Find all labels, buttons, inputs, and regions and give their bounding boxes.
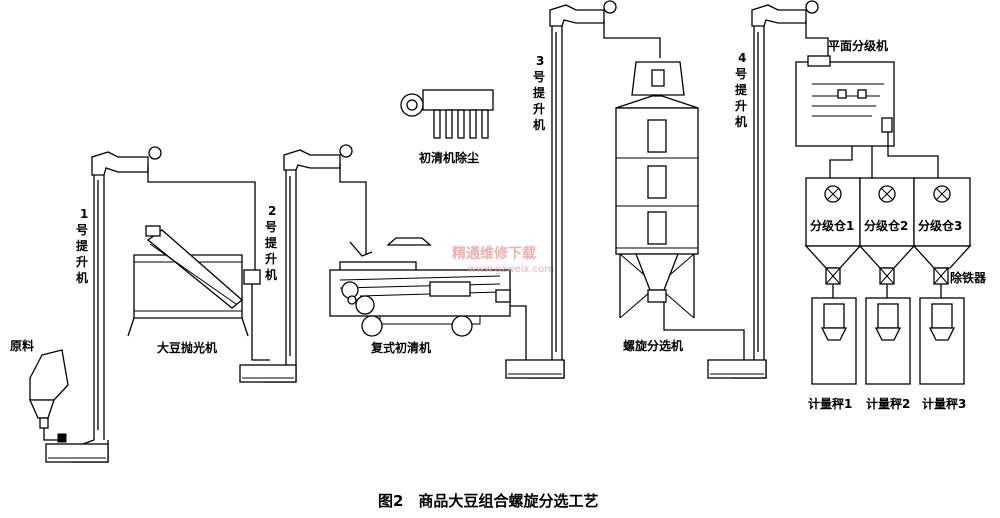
scale-3: [919, 284, 965, 385]
svg-text:4: 4: [738, 51, 746, 65]
svg-text:号: 号: [265, 219, 277, 234]
elevator-4: [707, 0, 829, 379]
elevator-1-label: 1 号 提 升 机: [76, 207, 89, 285]
iron-remover-label: 除铁器: [950, 270, 987, 285]
svg-text:升: 升: [533, 101, 545, 116]
svg-text:3: 3: [536, 54, 544, 68]
svg-text:提: 提: [735, 82, 748, 97]
svg-text:升: 升: [265, 251, 277, 266]
watermark-text: 精通维修下载: [452, 245, 536, 262]
scale-2: [865, 284, 911, 385]
pre-cleaner: [329, 237, 527, 360]
raw-material-label: 原料: [10, 338, 34, 353]
elevator-2: [239, 144, 367, 383]
figure-caption: 图2 商品大豆组合螺旋分选工艺: [378, 492, 598, 510]
svg-text:号: 号: [76, 222, 88, 237]
svg-text:提: 提: [265, 235, 278, 250]
svg-text:机: 机: [265, 267, 277, 282]
raw-material-hopper: [28, 349, 69, 443]
plane-grader-label: 平面分级机: [828, 38, 888, 53]
svg-text:机: 机: [735, 114, 747, 129]
elevator-1: [45, 146, 256, 463]
elevator-2-label: 2 号 提 升 机: [265, 204, 278, 282]
svg-text:机: 机: [76, 270, 88, 285]
svg-text:提: 提: [533, 85, 546, 100]
bin-3-label: 分级仓3: [918, 218, 962, 233]
svg-text:升: 升: [76, 254, 88, 269]
watermark-url: www.gzweix.com: [468, 264, 554, 275]
svg-text:号: 号: [533, 69, 545, 84]
plane-grader: [795, 55, 939, 178]
spiral-separator-label: 螺旋分选机: [623, 338, 683, 353]
pre-cleaner-label: 复式初清机: [370, 340, 431, 355]
scale-1: [811, 284, 857, 385]
svg-text:升: 升: [735, 98, 747, 113]
elevator-3: [505, 0, 661, 379]
grading-bin-3: [912, 177, 972, 285]
scale-1-label: 计量秤1: [808, 396, 852, 411]
elevator-3-label: 3 号 提 升 机: [533, 54, 546, 132]
scale-3-label: 计量秤3: [922, 396, 966, 411]
grading-bin-2: [858, 177, 916, 285]
svg-text:机: 机: [533, 117, 545, 132]
svg-text:提: 提: [76, 238, 89, 253]
elevator-4-label: 4 号 提 升 机: [735, 51, 748, 129]
grading-bin-1: [804, 177, 862, 285]
polisher-label: 大豆抛光机: [157, 340, 217, 355]
dust-remover: [400, 89, 494, 139]
svg-text:2: 2: [268, 204, 276, 218]
dust-removal-label: 初清机除尘: [419, 150, 479, 165]
scale-2-label: 计量秤2: [866, 396, 910, 411]
svg-text:号: 号: [735, 66, 747, 81]
svg-text:1: 1: [80, 207, 88, 221]
spiral-separator: [615, 61, 745, 360]
soybean-polisher: [127, 225, 270, 361]
bin-1-label: 分级仓1: [810, 218, 854, 233]
bin-2-label: 分级仓2: [864, 218, 908, 233]
